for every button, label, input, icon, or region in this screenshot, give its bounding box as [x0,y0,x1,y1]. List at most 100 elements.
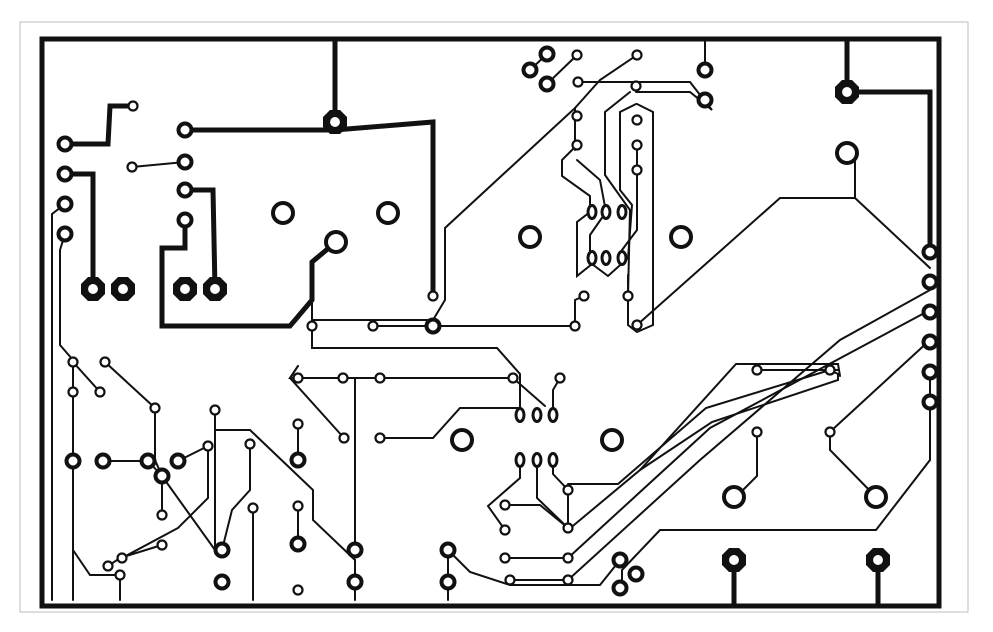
via [751,426,763,438]
ic-pad [514,407,526,423]
trace-t25 [636,197,931,326]
mounting-pad [271,201,295,225]
via [149,402,161,414]
component-pad [696,91,714,109]
via [631,49,643,61]
via [562,552,574,564]
via [622,290,634,302]
via [292,372,304,384]
component-pad [56,165,74,183]
component-pad [64,452,82,470]
mounting-pad [324,230,348,254]
ic-pad [586,250,598,266]
component-pad [213,573,231,591]
ic-pad [600,204,612,220]
trace-t53 [509,289,931,581]
via [156,539,168,551]
component-pads [56,45,939,597]
via [374,372,386,384]
via [571,110,583,122]
trace-t21 [561,144,593,279]
component-pad [921,333,939,351]
component-pad [176,211,194,229]
octagon-pad-hole [180,284,190,294]
mounting-pad [669,225,693,249]
component-pad [56,195,74,213]
trace-t45 [486,459,521,531]
via [337,372,349,384]
octagon-pad-hole [330,117,340,127]
mounting-pad [722,485,746,509]
ic-pad [600,250,612,266]
via [631,319,643,331]
trace-t24 [627,103,654,334]
via [427,290,439,302]
component-pad [289,451,307,469]
component-pad [696,61,714,79]
component-pad [439,541,457,559]
via [499,524,511,536]
component-pad [611,551,629,569]
component-pad [627,565,645,583]
via [292,584,304,596]
ic-pad [531,452,543,468]
ic-pad [616,250,628,266]
ic-pad [514,452,526,468]
via [367,320,379,332]
board-outline [39,36,942,609]
trace-pad-215 [182,187,218,292]
octagon-pad-hole [210,284,220,294]
trace-t11 [379,407,521,439]
octagon-pad-hole [842,87,852,97]
via [571,139,583,151]
via [94,386,106,398]
trace-t13 [574,54,638,109]
component-pad [139,452,157,470]
via [507,372,519,384]
via [247,502,259,514]
via [116,552,128,564]
octagon-pad-hole [873,555,883,565]
component-pad [538,45,556,63]
via [67,356,79,368]
component-pad [56,135,74,153]
trace-t50 [567,363,841,531]
component-pad [921,393,939,411]
component-pad [213,541,231,559]
mounting-pad [518,225,542,249]
via [572,76,584,88]
trace-t28 [72,391,121,601]
component-pad [346,541,364,559]
trace-t48 [504,504,569,529]
component-pad [921,273,939,291]
via [67,386,79,398]
trace-t38 [121,445,209,559]
via [209,404,221,416]
trace-t52 [504,309,931,559]
component-pad [538,75,556,93]
via [499,552,511,564]
via [99,356,111,368]
component-pad [921,303,939,321]
trace-left-2 [62,171,96,292]
via [126,161,138,173]
trace-t30 [72,361,101,393]
mounting-pad [864,485,888,509]
component-pad [56,225,74,243]
via [374,432,386,444]
component-pad [611,579,629,597]
via [569,320,581,332]
trace-gnd-loop [159,217,339,329]
via [631,114,643,126]
via [562,574,574,586]
via [114,569,126,581]
trace-t55 [829,431,877,498]
component-pad [521,61,539,79]
mounting-pad [450,428,474,452]
via [630,80,642,92]
mounting-pad [835,141,859,165]
via [306,320,318,332]
via [631,164,643,176]
